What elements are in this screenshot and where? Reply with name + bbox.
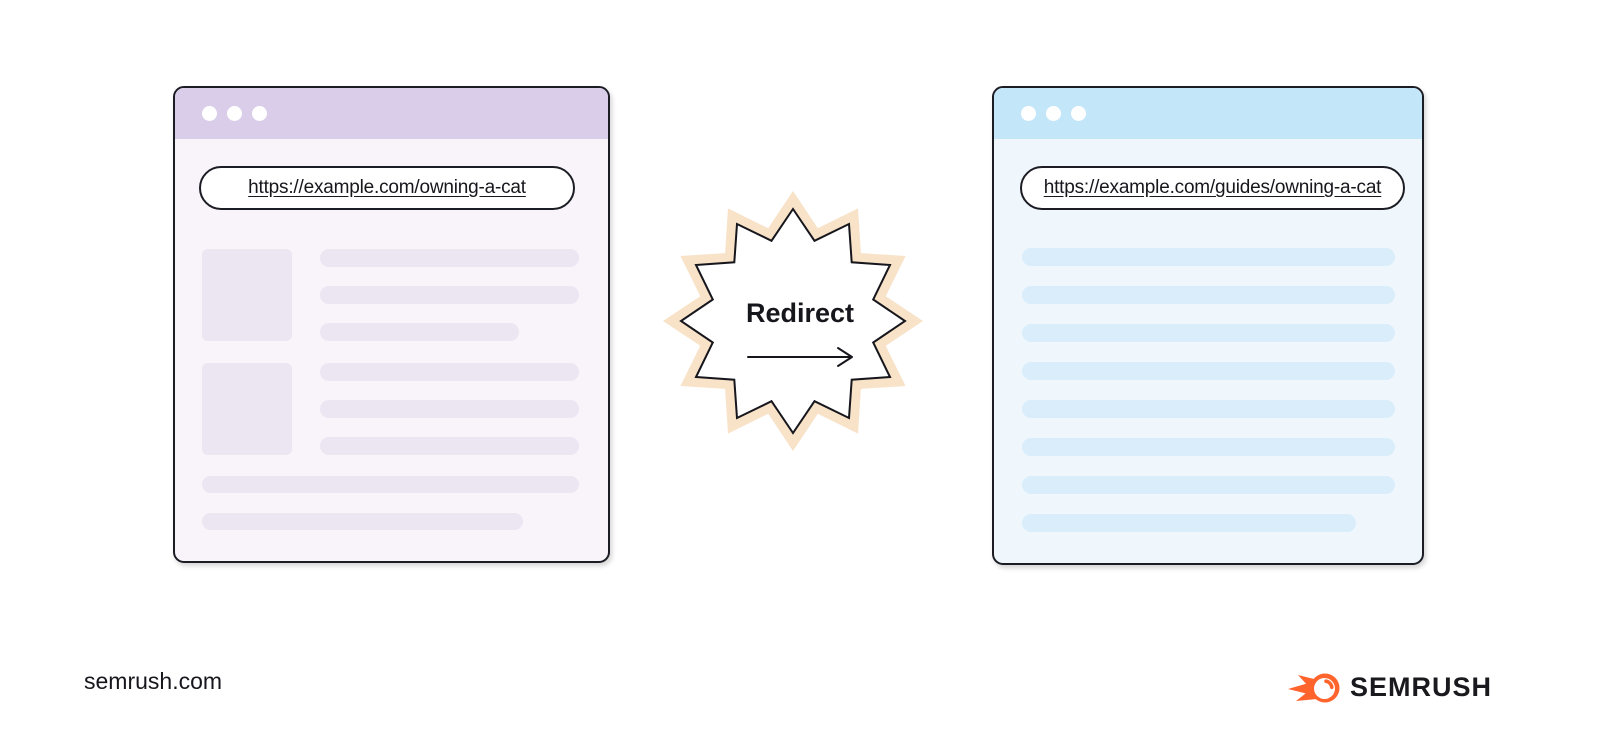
placeholder-line bbox=[320, 363, 579, 381]
redirect-label: Redirect bbox=[746, 298, 854, 328]
placeholder-text-group bbox=[320, 249, 579, 341]
browser-window-before: https://example.com/owning-a-cat bbox=[173, 86, 610, 563]
url-text-before: https://example.com/owning-a-cat bbox=[248, 177, 526, 198]
redirect-starburst: Redirect bbox=[663, 191, 923, 451]
placeholder-text-group bbox=[1022, 248, 1395, 532]
window-titlebar bbox=[994, 88, 1422, 139]
watermark-url: semrush.com bbox=[84, 668, 223, 694]
placeholder-line bbox=[1022, 438, 1395, 456]
semrush-wordmark: SEMRUSH bbox=[1350, 672, 1493, 702]
redirect-arrow-icon bbox=[747, 347, 853, 367]
browser-window-after: https://example.com/guides/owning-a-cat bbox=[992, 86, 1424, 565]
placeholder-line bbox=[320, 323, 520, 341]
url-bar-after: https://example.com/guides/owning-a-cat bbox=[1020, 166, 1405, 210]
placeholder-line bbox=[1022, 362, 1395, 380]
url-text-after: https://example.com/guides/owning-a-cat bbox=[1043, 177, 1382, 198]
placeholder-line bbox=[1022, 476, 1395, 494]
window-control-dot bbox=[227, 106, 242, 121]
window-control-dot bbox=[1021, 106, 1036, 121]
placeholder-line bbox=[320, 286, 579, 304]
window-control-dot bbox=[1046, 106, 1061, 121]
semrush-logo: SEMRUSH bbox=[1286, 672, 1492, 703]
window-control-dot bbox=[1071, 106, 1086, 121]
placeholder-line bbox=[1022, 324, 1395, 342]
placeholder-image bbox=[202, 363, 292, 455]
window-control-dot bbox=[202, 106, 217, 121]
placeholder-line bbox=[1022, 286, 1395, 304]
placeholder-image bbox=[202, 249, 292, 341]
placeholder-line bbox=[202, 513, 523, 530]
url-bar-before: https://example.com/owning-a-cat bbox=[199, 166, 575, 210]
placeholder-line bbox=[1022, 400, 1395, 418]
window-control-dot bbox=[252, 106, 267, 121]
placeholder-line bbox=[202, 476, 579, 493]
placeholder-line bbox=[320, 437, 579, 455]
window-titlebar bbox=[175, 88, 608, 139]
starburst-inner-shape bbox=[679, 207, 907, 435]
semrush-flame-icon bbox=[1288, 673, 1340, 702]
placeholder-line bbox=[320, 249, 579, 267]
placeholder-line bbox=[1022, 248, 1395, 266]
placeholder-line bbox=[320, 400, 579, 418]
placeholder-text-group bbox=[320, 363, 579, 455]
placeholder-line bbox=[1022, 514, 1356, 532]
